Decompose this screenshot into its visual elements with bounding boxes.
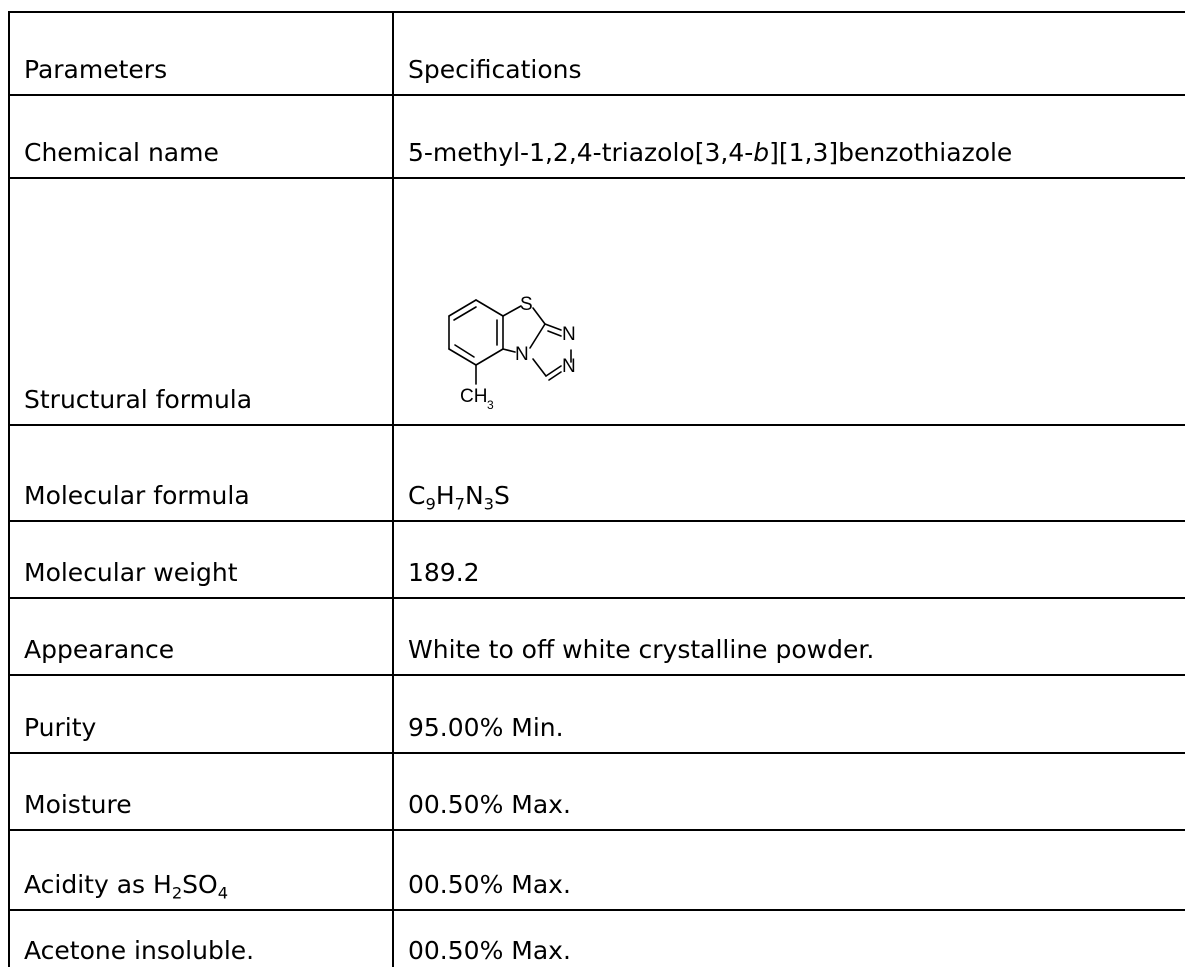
formula-c-count: 9 xyxy=(425,494,436,514)
chemical-name-part-2: ][1,3]benzothiazole xyxy=(769,138,1013,167)
table-row-acidity: Acidity as H2SO4 00.50% Max. xyxy=(8,829,1185,910)
moisture-value: 00.50% Max. xyxy=(392,752,1185,830)
atom-s: S xyxy=(520,294,533,315)
appearance-label: Appearance xyxy=(8,597,394,675)
atom-n-upper: N xyxy=(562,324,576,345)
chemical-name-value: 5-methyl-1,2,4-triazolo[3,4-b][1,3]benzo… xyxy=(392,94,1185,178)
structural-formula-label: Structural formula xyxy=(8,177,394,425)
atom-ch-subscript: 3 xyxy=(487,398,494,412)
table-row-chemical-name: Chemical name 5-methyl-1,2,4-triazolo[3,… xyxy=(8,94,1185,178)
purity-value: 95.00% Min. xyxy=(392,674,1185,753)
formula-c: C xyxy=(408,481,426,510)
table-row-purity: Purity 95.00% Min. xyxy=(8,674,1185,753)
table-row-appearance: Appearance White to off white crystallin… xyxy=(8,597,1185,675)
chemical-name-italic-b: b xyxy=(753,138,770,167)
structural-formula-diagram: S N N N CH 3 xyxy=(448,294,576,412)
formula-n-count: 3 xyxy=(483,494,495,514)
specifications-table: Parameters Specifications Chemical name … xyxy=(8,11,1185,967)
table-row-molecular-weight: Molecular weight 189.2 xyxy=(8,520,1185,598)
atom-ch: CH xyxy=(460,386,487,407)
table-header-row: Parameters Specifications xyxy=(8,11,1185,95)
table-row-structural-formula: Structural formula xyxy=(8,177,1185,425)
chemical-name-label: Chemical name xyxy=(8,94,394,178)
moisture-label: Moisture xyxy=(8,752,394,830)
acidity-label-part-1: Acidity as H xyxy=(24,870,172,899)
acetone-label: Acetone insoluble. xyxy=(8,909,394,967)
formula-n: N xyxy=(464,481,484,510)
table-row-acetone: Acetone insoluble. 00.50% Max. xyxy=(8,909,1185,967)
molecular-formula-label: Molecular formula xyxy=(8,424,394,521)
acidity-label: Acidity as H2SO4 xyxy=(8,829,394,910)
acidity-value: 00.50% Max. xyxy=(392,829,1185,910)
molecular-weight-value: 189.2 xyxy=(392,520,1185,598)
formula-s: S xyxy=(494,481,510,510)
acidity-o-count: 4 xyxy=(217,883,229,903)
formula-h-count: 7 xyxy=(454,494,465,514)
table-row-molecular-formula: Molecular formula C9H7N3S xyxy=(8,424,1185,521)
acidity-label-part-2: SO xyxy=(182,870,218,899)
acetone-value: 00.50% Max. xyxy=(392,909,1185,967)
structural-formula-cell: S N N N CH 3 xyxy=(392,177,1185,425)
header-specifications: Specifications xyxy=(392,11,1185,95)
purity-label: Purity xyxy=(8,674,394,753)
atom-n-bridge: N xyxy=(515,344,529,365)
acidity-h-count: 2 xyxy=(171,883,183,903)
atom-n-lower: N xyxy=(562,356,576,377)
molecular-formula-value: C9H7N3S xyxy=(392,424,1185,521)
table-row-moisture: Moisture 00.50% Max. xyxy=(8,752,1185,830)
formula-h: H xyxy=(435,481,455,510)
chemical-name-part-1: 5-methyl-1,2,4-triazolo[3,4- xyxy=(408,138,754,167)
appearance-value: White to off white crystalline powder. xyxy=(392,597,1185,675)
header-parameters: Parameters xyxy=(8,11,394,95)
molecular-weight-label: Molecular weight xyxy=(8,520,394,598)
